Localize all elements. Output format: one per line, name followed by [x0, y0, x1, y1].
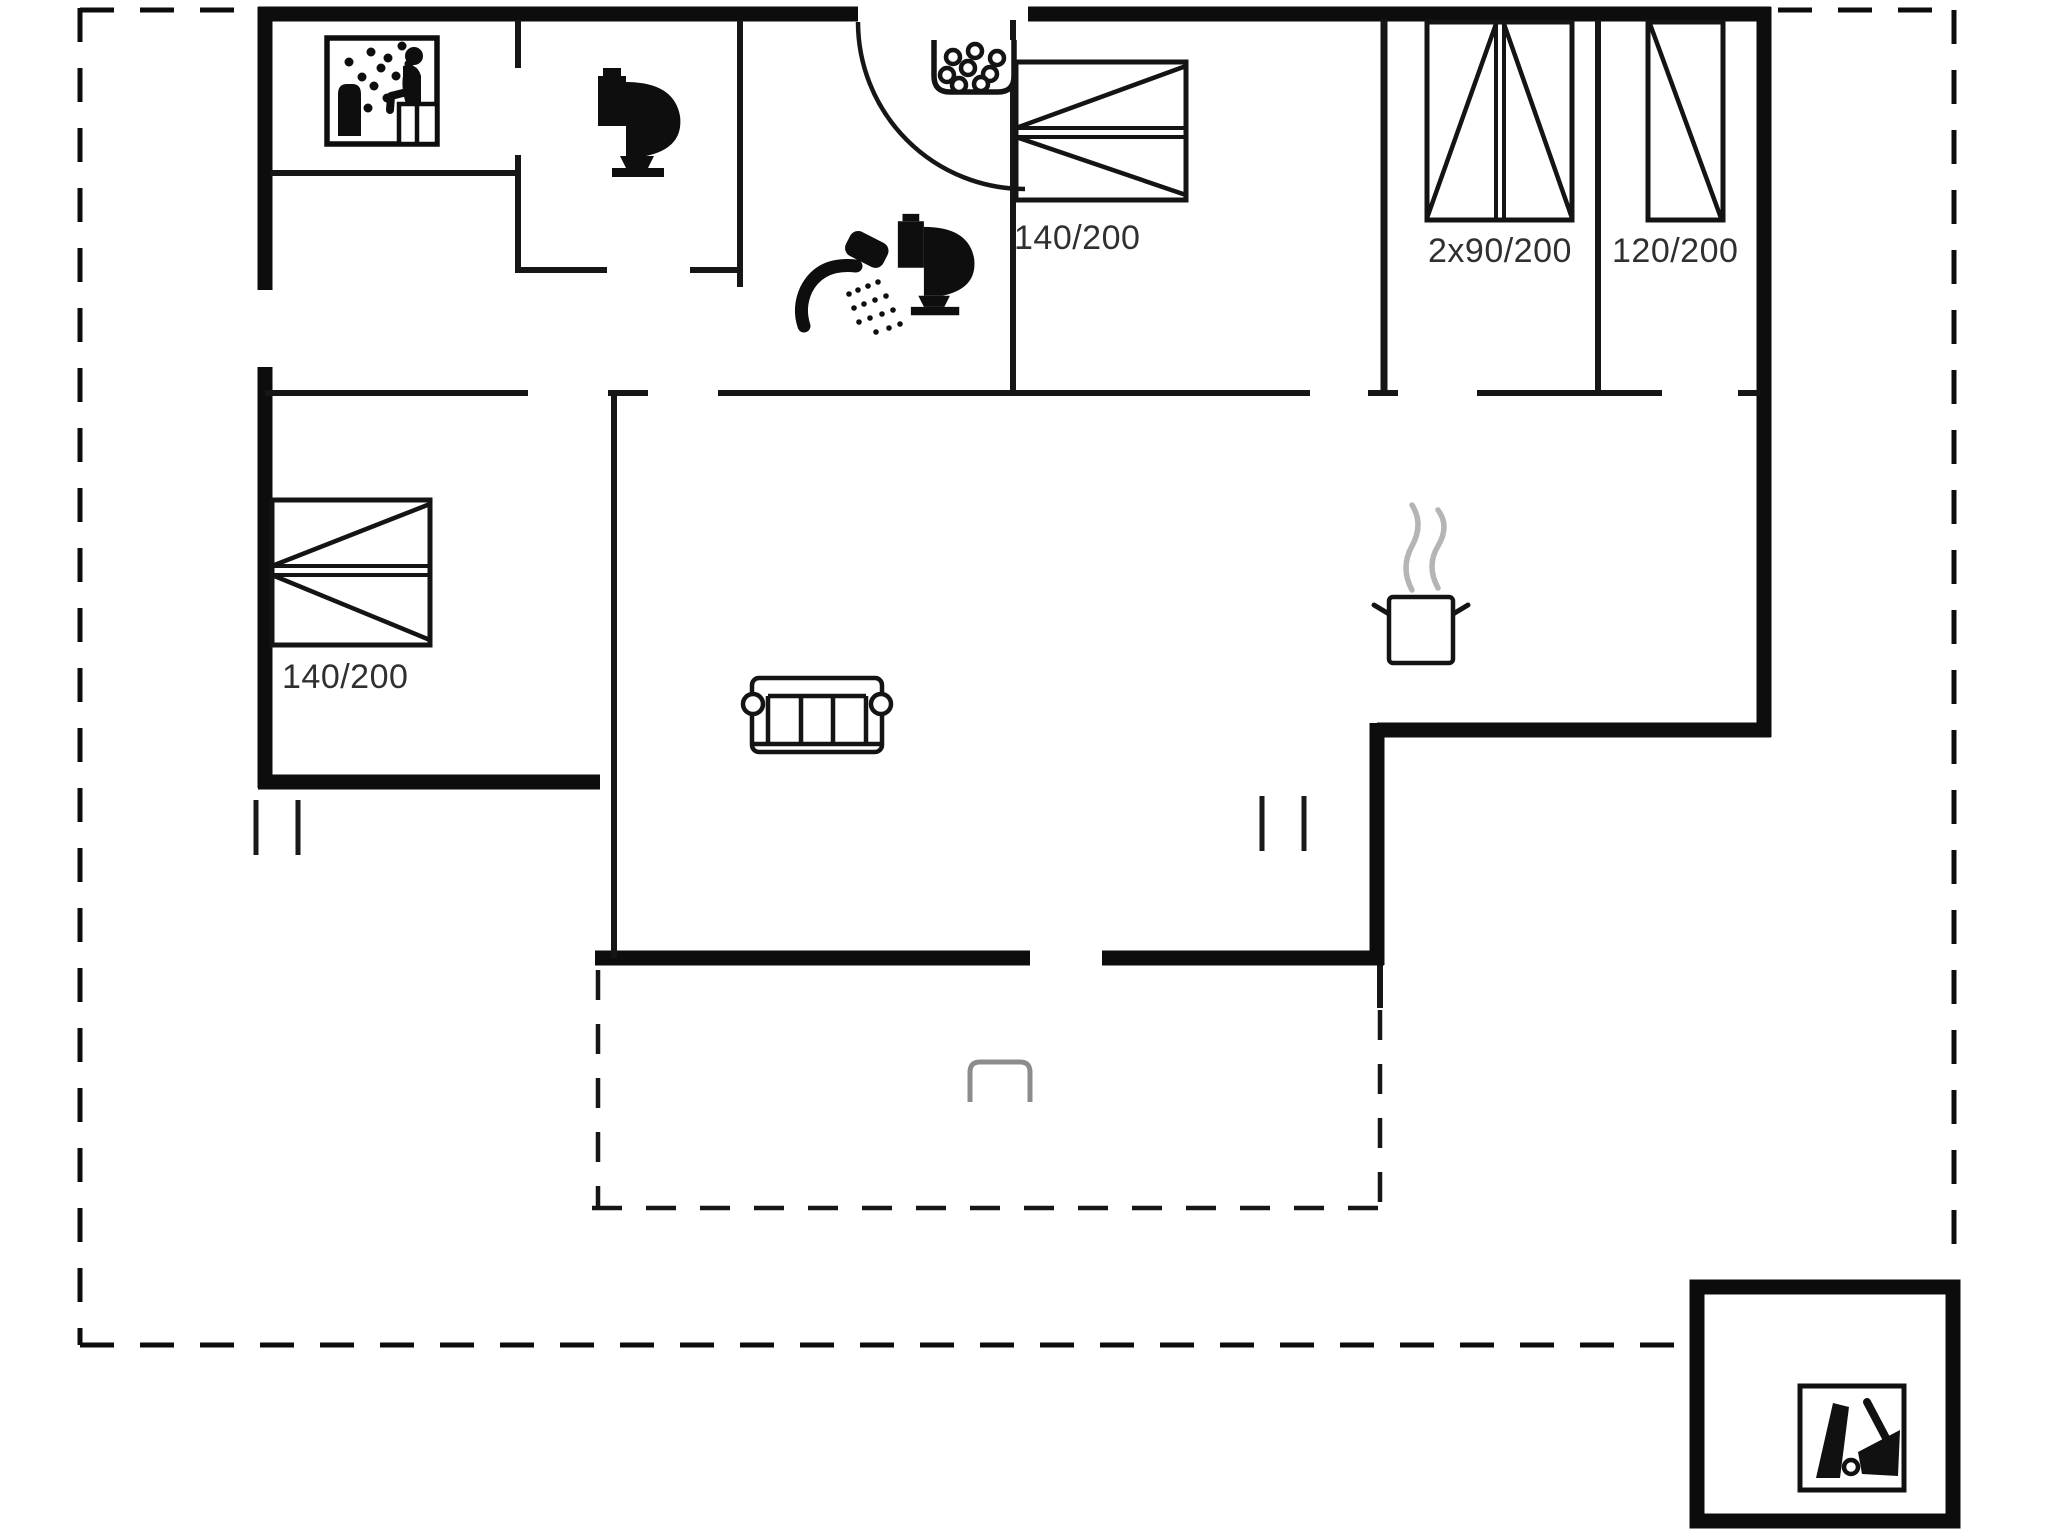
washbasin-icon	[931, 40, 1017, 95]
bed-size-label: 140/200	[1014, 219, 1140, 257]
bed-size-label: 2x90/200	[1428, 232, 1572, 270]
terrace-step-icon	[967, 1059, 1033, 1102]
single-bed-symbol	[1645, 19, 1726, 223]
exterior-walls	[257, 6, 1772, 966]
sofa-icon	[740, 675, 894, 755]
entrance-door-swing	[855, 21, 1026, 192]
sauna-icon	[324, 35, 440, 147]
terrace-boundary-dashed	[592, 962, 1383, 1211]
toilet-icon	[897, 213, 975, 316]
bed-size-label: 140/200	[282, 658, 408, 696]
double-bed-symbol	[1013, 59, 1189, 203]
steam-icon	[1403, 502, 1447, 593]
double-bed-symbol	[269, 497, 433, 648]
cooking-pot-icon	[1371, 502, 1471, 666]
interior-walls	[265, 20, 1760, 958]
twin-bed-symbol	[1424, 19, 1575, 223]
cleaning-equipment-icon	[1797, 1383, 1907, 1493]
plot-boundary-dashed	[77, 7, 1957, 1348]
shower-icon	[794, 230, 903, 335]
bed-size-label: 120/200	[1612, 232, 1738, 270]
annex-building	[1689, 1279, 1961, 1529]
toilet-icon	[598, 68, 681, 177]
shower-spray-dots	[846, 279, 903, 335]
post-marks	[253, 796, 1307, 855]
